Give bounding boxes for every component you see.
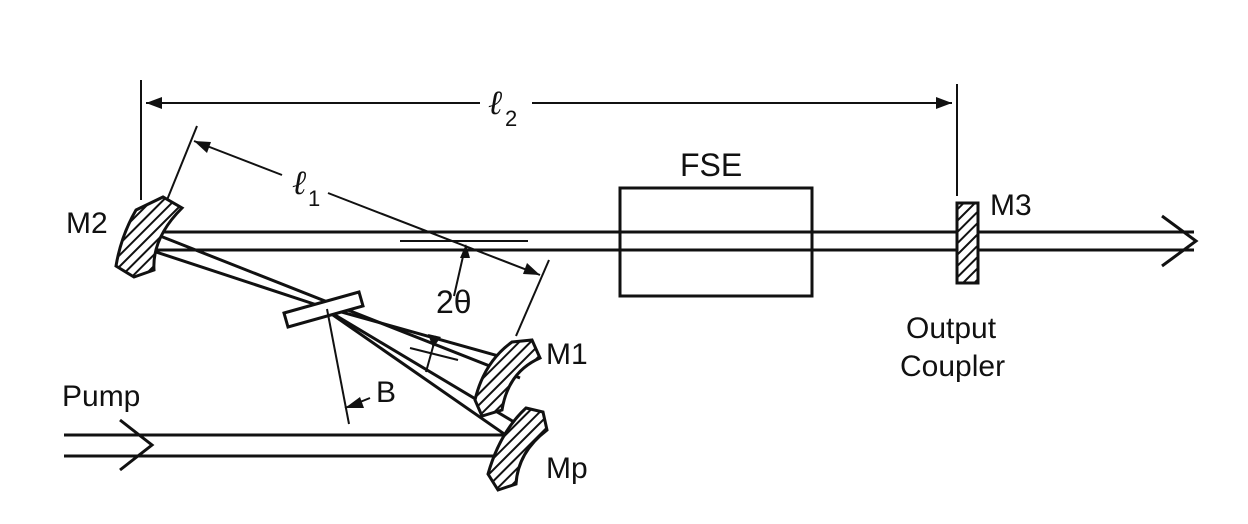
label-m2: M2 (66, 207, 108, 240)
brewster-crystal (282, 290, 371, 425)
mirror-m1 (473, 338, 542, 418)
label-l2: ℓ (488, 85, 502, 122)
label-pump: Pump (62, 380, 140, 413)
label-coupler: Coupler (900, 350, 1005, 383)
dimension-l2 (140, 80, 958, 200)
label-m3: M3 (990, 189, 1032, 222)
label-b: B (376, 376, 396, 409)
mirror-m2 (114, 195, 185, 279)
output-coupler-m3 (955, 201, 980, 285)
fse-element (618, 186, 814, 298)
folded-beams (149, 230, 525, 440)
pump-beam (64, 418, 520, 472)
label-fse: FSE (680, 147, 742, 183)
label-mp: Mp (546, 452, 588, 485)
label-two-theta: 2θ (436, 284, 472, 320)
label-l2-subscript: 2 (505, 106, 517, 131)
label-l1-subscript: 1 (308, 186, 320, 211)
dimension-l1 (166, 125, 550, 337)
label-m1: M1 (546, 338, 588, 371)
mirror-mp (486, 406, 549, 492)
label-output: Output (906, 312, 997, 345)
main-beam (150, 214, 1199, 268)
label-l1: ℓ (292, 165, 306, 202)
